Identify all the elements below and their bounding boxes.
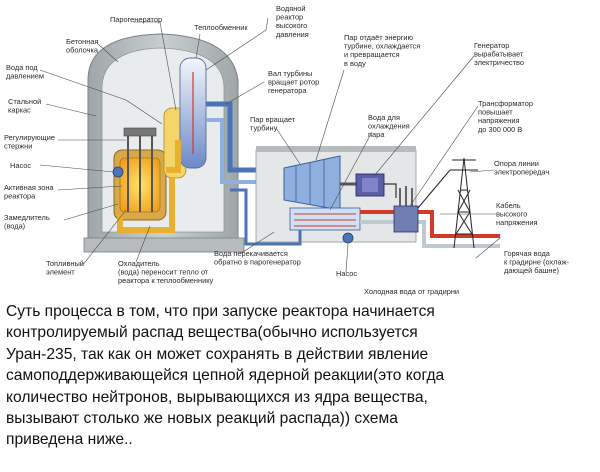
power-pylon <box>417 157 478 249</box>
label-cold-water: Холодная вода от градирни <box>364 287 459 296</box>
caption-line: Уран-235, так как он может сохранять в д… <box>6 345 429 363</box>
label-pump-left: Насос <box>10 161 31 170</box>
label-moderator: Замедлитель (вода) <box>4 213 52 231</box>
label-hv-cable: Кабель высокого напряжения <box>496 201 538 227</box>
label-steam-generator: Парогенератор <box>110 15 162 24</box>
label-control-rods: Регулирующие стержни <box>4 133 57 151</box>
description-text: Суть процесса в том, что при запуске реа… <box>6 301 596 451</box>
pump-left-icon <box>112 166 124 178</box>
caption-line: самоподдерживающейся цепной ядерной реак… <box>6 367 445 385</box>
label-pwr: Водяной реактор высокого давления <box>276 4 309 39</box>
label-concrete-shell: Бетонная оболочка <box>66 37 100 55</box>
label-fuel-element: Топливный элемент <box>46 259 86 277</box>
generator <box>355 173 385 197</box>
leader-lines <box>39 17 501 273</box>
turbine <box>283 155 360 211</box>
label-cooling-water: Вода для охлаждения пара <box>368 113 412 139</box>
label-hot-water: Горячая вода к градирне (охлаж- дающей б… <box>504 249 571 275</box>
label-high-pressure-water: Вода под давлением <box>6 63 44 81</box>
label-steam-gives-energy: Пар отдаёт энергию турбине, охлаждается … <box>344 33 422 68</box>
reactor-core <box>113 127 167 221</box>
caption-line: контролируемый распад вещества(обычно ис… <box>6 324 418 342</box>
primary-loop <box>117 140 181 233</box>
label-pump-right: Насос <box>336 269 357 278</box>
caption-line: вызывают столько же новых реакций распад… <box>6 410 398 428</box>
label-steel-frame: Стальной каркас <box>8 97 43 115</box>
label-water-pumped-back: Вода перекачивается обратно в парогенера… <box>214 249 301 267</box>
transformer <box>384 183 419 233</box>
label-active-zone: Активная зона реактора <box>4 183 56 201</box>
label-generator: Генератор вырабатывает электричество <box>474 41 525 67</box>
condenser <box>289 207 361 231</box>
caption-line: количество нейтронов, вырывающихся из яд… <box>6 388 428 406</box>
label-steam-turns-turbine: Пар вращает турбину <box>250 115 297 133</box>
nuclear-plant-diagram: Парогенератор Теплообменник Водяной реак… <box>4 4 571 296</box>
caption-line: приведена ниже.. <box>6 431 133 449</box>
pump-right-icon <box>342 232 354 244</box>
caption-line: Суть процесса в том, что при запуске реа… <box>6 303 435 320</box>
label-turbine-shaft: Вал турбины вращает ротор генератора <box>268 69 321 95</box>
label-power-pole: Опора линии электропередач <box>494 159 549 177</box>
pressurizer-tank <box>179 57 207 169</box>
steam-line <box>206 101 280 184</box>
label-heat-exchanger: Теплообменник <box>194 23 248 32</box>
label-transformer: Трансформатор повышает напряжения до 300… <box>478 99 535 134</box>
label-coolant: Охладитель (вода) переносит тепло от реа… <box>118 259 214 285</box>
